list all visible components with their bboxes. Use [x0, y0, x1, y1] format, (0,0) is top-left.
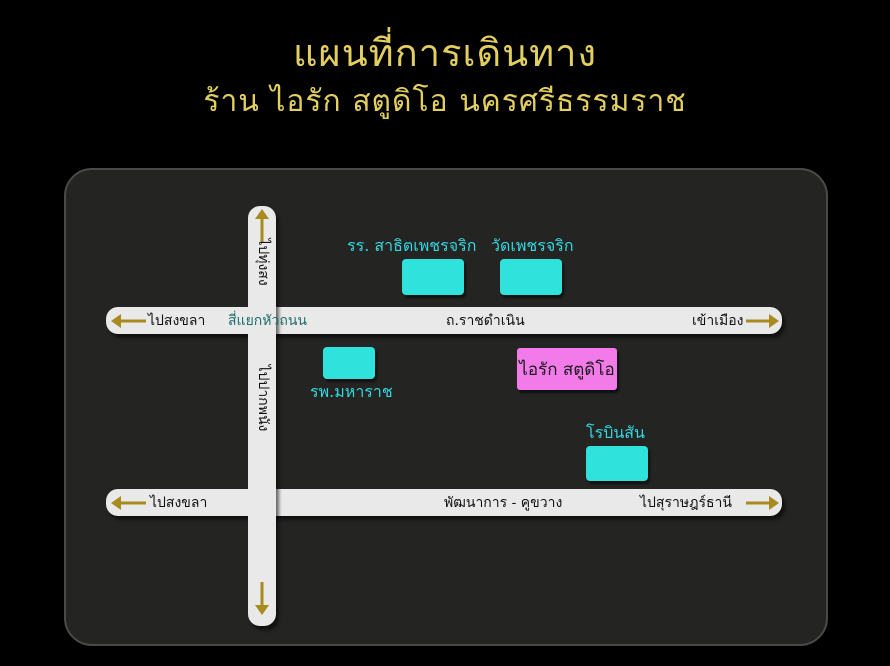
road-lower: [106, 489, 782, 516]
map-panel: [64, 168, 828, 646]
robinson-label: โรบินสัน: [586, 423, 645, 442]
temple-block: [500, 259, 562, 295]
shop-marker: ไอรัก สตูดิโอ: [517, 348, 617, 390]
arrow-left-icon: [111, 314, 146, 328]
arrow-up-icon: [255, 209, 269, 242]
arrow-left-icon: [111, 496, 146, 510]
temple-label: วัดเพชรจริก: [491, 236, 574, 255]
vertical-middle-destination: ไปปากพนัง: [255, 364, 271, 432]
robinson-block: [586, 446, 648, 481]
school-label: รร. สาธิตเพชรจริก: [347, 236, 477, 255]
school-block: [402, 259, 464, 295]
map-title: แผนที่การเดินทาง: [292, 31, 598, 75]
arrow-down-icon: [255, 582, 269, 615]
road-upper: [106, 307, 782, 334]
lower-left-destination: ไปสงขลา: [150, 495, 208, 511]
vertical-top-destination: ไปทุ่งสง: [255, 238, 271, 286]
arrow-right-icon: [746, 314, 779, 328]
hospital-block: [323, 347, 375, 379]
junction-label: สี่แยกหัวถนน: [228, 313, 307, 329]
lower-road-name: พัฒนาการ - คูขวาง: [444, 495, 563, 511]
road-vertical: [248, 206, 276, 626]
upper-left-destination: ไปสงขลา: [148, 313, 206, 329]
upper-right-destination: เข้าเมือง: [692, 313, 744, 329]
lower-right-destination: ไปสุราษฎร์ธานี: [640, 495, 732, 511]
arrow-right-icon: [746, 496, 779, 510]
upper-road-name: ถ.ราชดำเนิน: [446, 313, 525, 329]
map-subtitle: ร้าน ไอรัก สตูดิโอ นครศรีธรรมราช: [203, 84, 687, 119]
hospital-label: รพ.มหาราช: [310, 382, 393, 401]
